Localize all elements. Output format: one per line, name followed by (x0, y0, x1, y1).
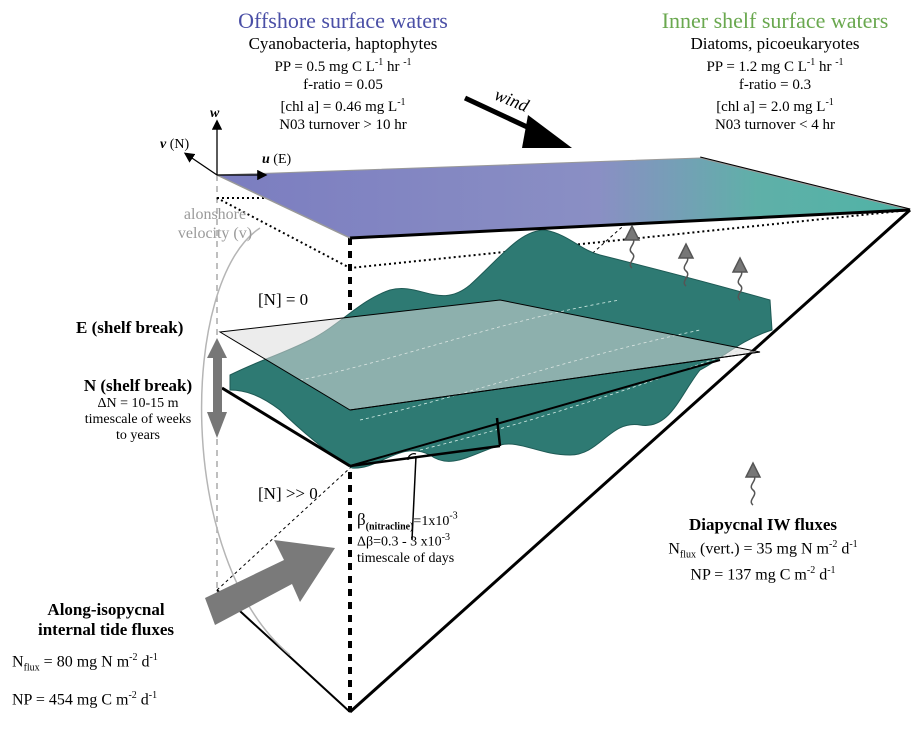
offshore-chl: [chl a] = 0.46 mg L-1 (280, 97, 406, 115)
n-zero-label: [N] = 0 (258, 290, 309, 309)
diapycnal-panel: Diapycnal IW fluxes Nflux (vert.) = 35 m… (628, 515, 898, 584)
nitracline-plane (218, 299, 761, 411)
beta-value: β(nitracline)=1x10-3 (357, 510, 458, 533)
offshore-title: Offshore surface waters (238, 8, 448, 33)
diapycnal-np: NP = 137 mg C m-2 d-1 (690, 564, 836, 583)
isopycnal-title1: Along-isopycnal (47, 600, 165, 619)
inner-pp: PP = 1.2 mg C L-1 hr -1 (706, 57, 844, 75)
inner-shelf-panel: Inner shelf surface waters Diatoms, pico… (640, 8, 910, 134)
wind-arrow (463, 95, 572, 148)
inner-organisms: Diatoms, picoeukaryotes (690, 34, 860, 53)
isopycnal-title2: internal tide fluxes (38, 620, 174, 639)
shelf-break-n-timescale1: timescale of weeks (84, 412, 192, 427)
isopycnal-flux-arrow (205, 540, 335, 625)
offshore-pp: PP = 0.5 mg C L-1 hr -1 (274, 57, 412, 75)
axes (183, 119, 268, 181)
beta-delta: Δβ=0.3 - 3 x10-3 (357, 532, 451, 551)
shelf-break-e-label: E (shelf break) (76, 318, 184, 337)
offshore-panel: Offshore surface waters Cyanobacteria, h… (218, 8, 468, 134)
inner-f-ratio: f-ratio = 0.3 (738, 77, 812, 93)
isopycnal-np: NP = 454 mg C m-2 d-1 (12, 690, 158, 709)
shelf-break-n-panel: N (shelf break) ΔN = 10-15 m timescale o… (68, 376, 208, 444)
offshore-f-ratio: f-ratio = 0.05 (303, 77, 383, 93)
axis-v-label: v (N) (160, 137, 190, 152)
surface-layer (216, 157, 911, 240)
isopycnal-panel: Along-isopycnal internal tide fluxes (6, 600, 206, 640)
n-gg-zero-label: [N] >> 0 (258, 484, 318, 503)
shelf-break-line (221, 386, 351, 468)
vertical-flux-arrows (623, 224, 762, 506)
shelf-break-n-timescale2: to years (116, 428, 160, 443)
inner-title: Inner shelf surface waters (661, 8, 889, 33)
axis-w-label: w (210, 106, 220, 121)
diapycnal-title: Diapycnal IW fluxes (689, 515, 837, 534)
mixed-layer-plane (216, 197, 911, 270)
offshore-no3: N03 turnover > 10 hr (279, 117, 407, 133)
shelf-break-n-title: N (shelf break) (83, 376, 193, 395)
alongshore-velocity-label: alonshore velocity (v) (177, 206, 253, 242)
beta-timescale: timescale of days (357, 551, 455, 567)
diapycnal-nflux: Nflux (vert.) = 35 mg N m-2 d-1 (668, 539, 858, 561)
beta-slope (349, 359, 721, 541)
inner-chl: [chl a] = 2.0 mg L-1 (716, 97, 834, 115)
isopycnal-nflux: Nflux = 80 mg N m-2 d-1 (12, 652, 158, 674)
beta-panel: β(nitracline)=1x10-3 Δβ=0.3 - 3 x10-3 ti… (357, 510, 458, 567)
inner-no3: N03 turnover < 4 hr (714, 117, 836, 133)
axis-u-label: u (E) (262, 152, 292, 167)
offshore-organisms: Cyanobacteria, haptophytes (248, 34, 438, 53)
shelf-break-arrow (207, 338, 227, 438)
shelf-break-n-delta: ΔN = 10-15 m (97, 396, 179, 411)
